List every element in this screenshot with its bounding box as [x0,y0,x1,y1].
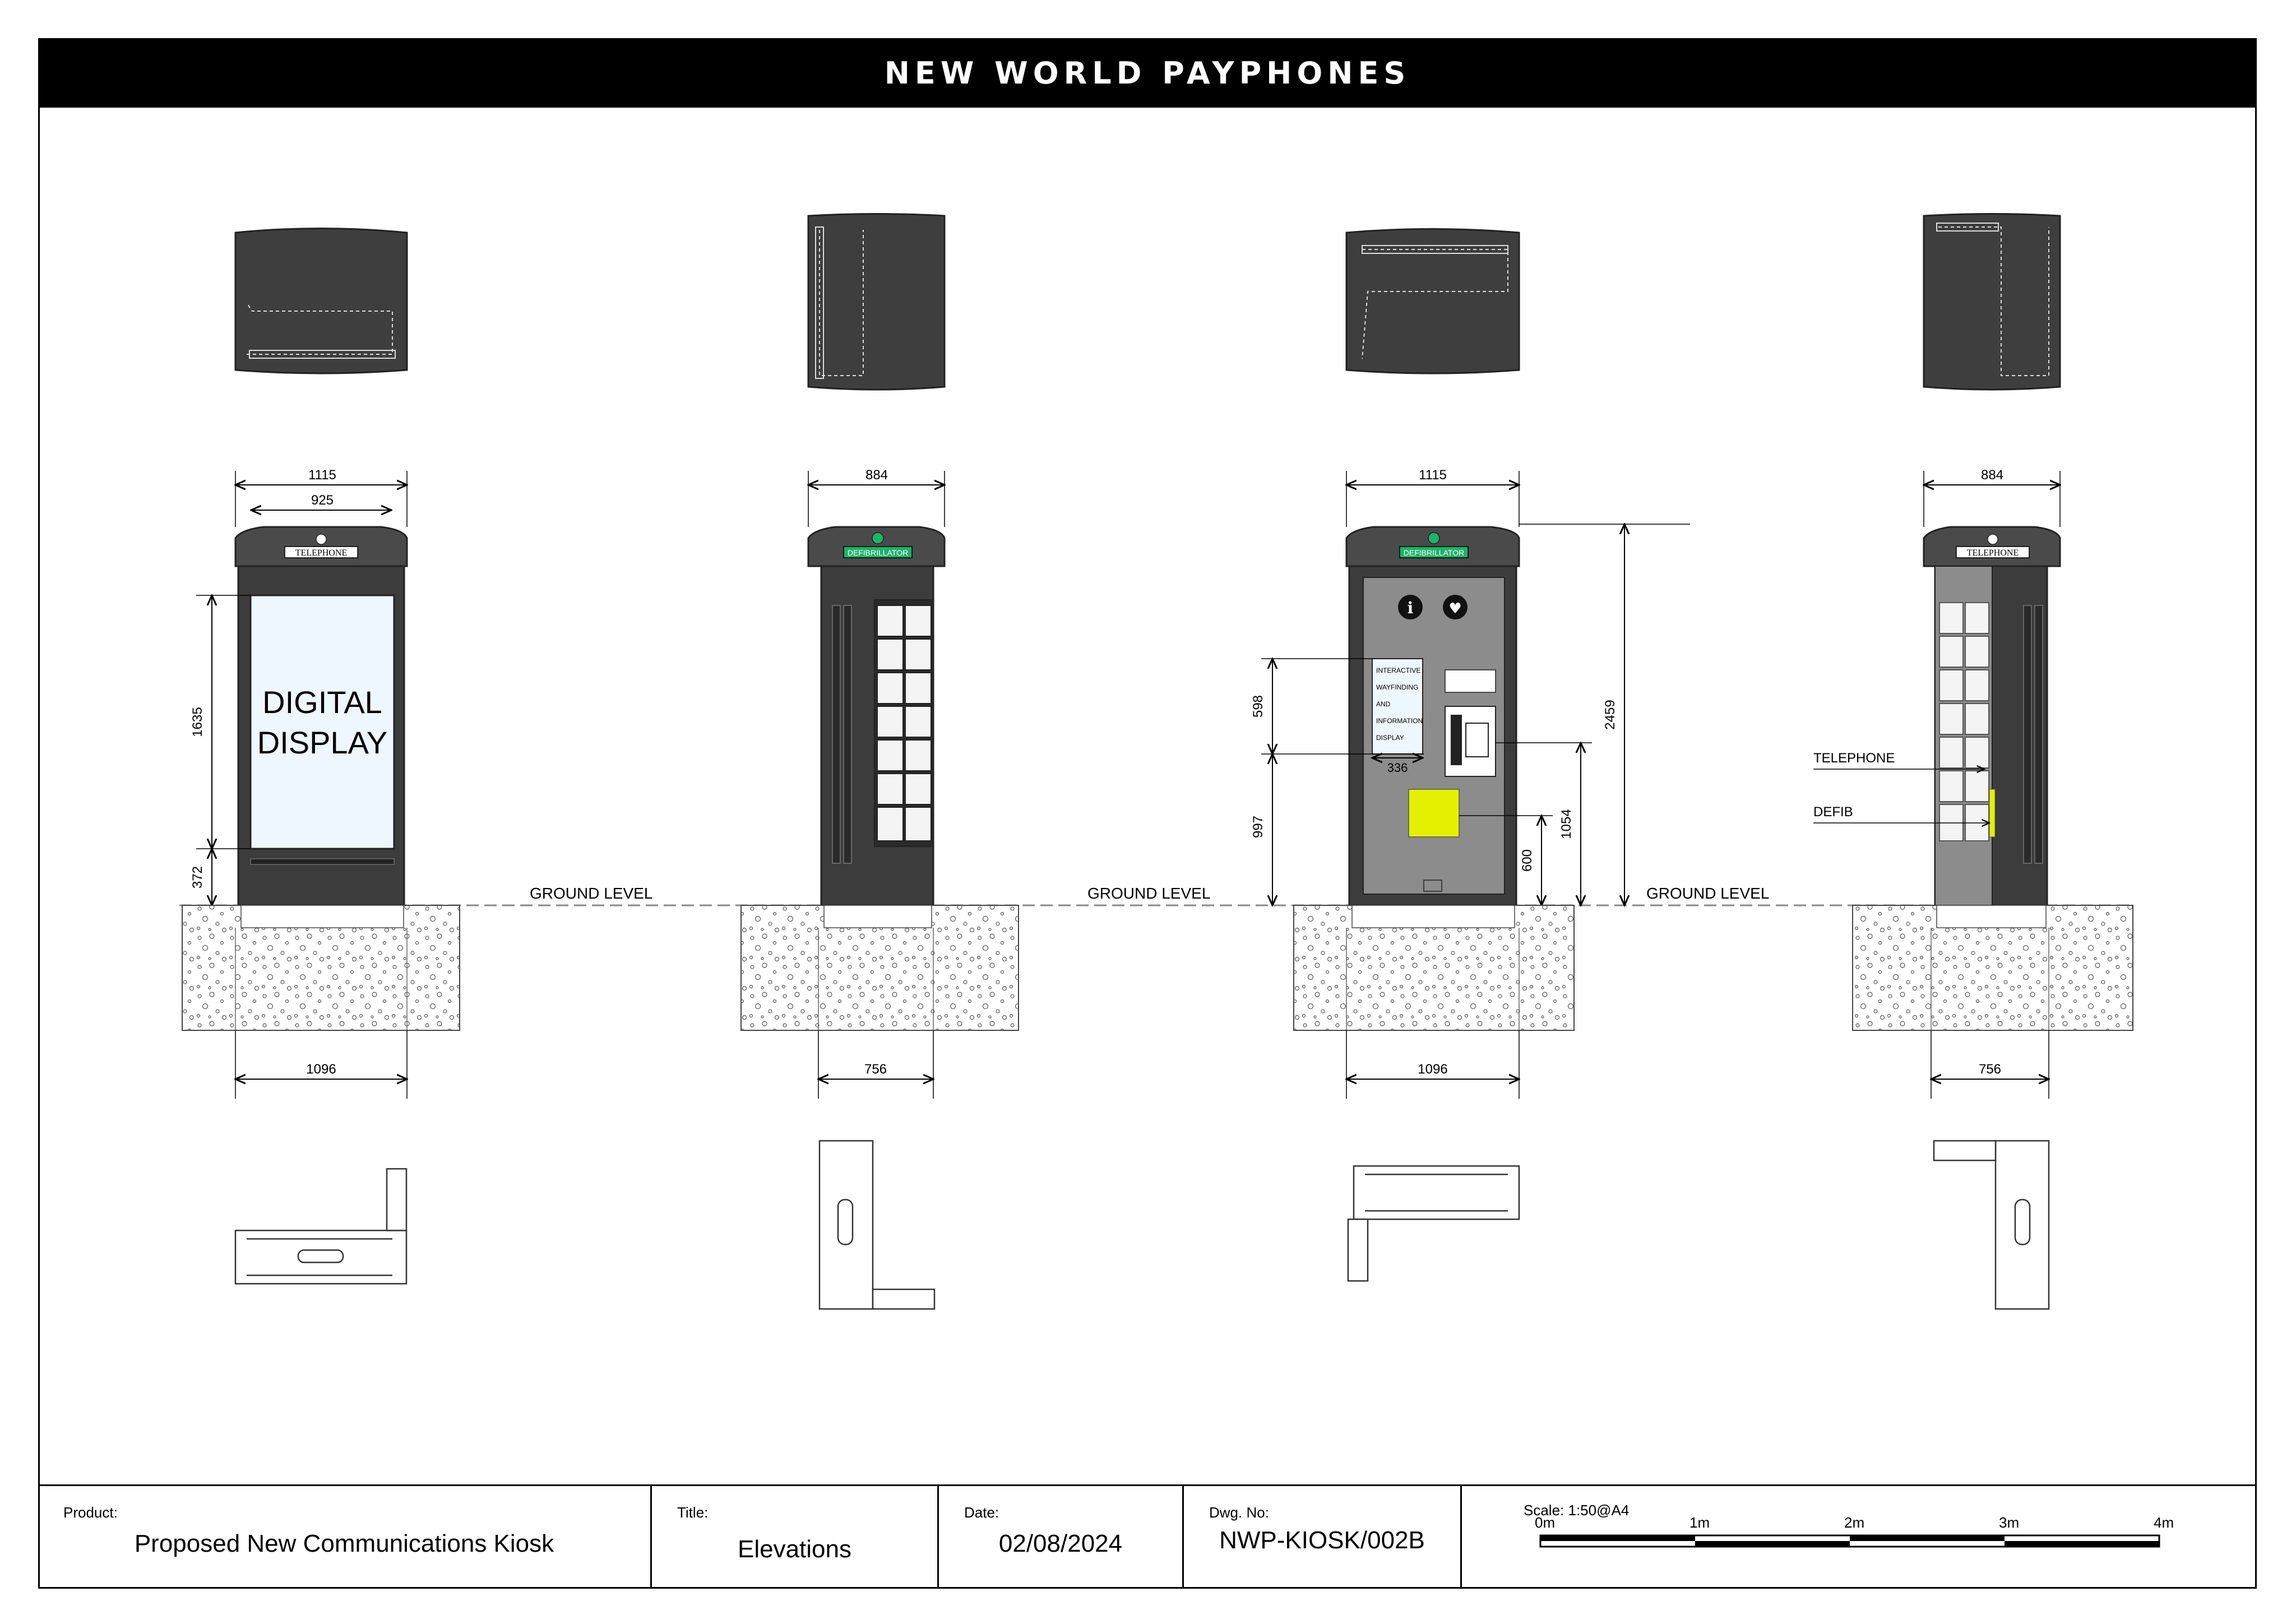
product-label: Product: [63,1504,118,1521]
wayfinding-display [1372,658,1423,755]
defib-heart-icon [1443,595,1468,619]
base-plan-rear [1347,1165,1520,1282]
date-value: 02/08/2024 [998,1530,1123,1557]
dim-front-inner: 925 [311,493,334,508]
sign-side-right: TELEPHONE [1967,548,2019,558]
roof-plan-rear [1345,228,1520,374]
dwg-value: NWP-KIOSK/002B [1219,1526,1425,1554]
dim-rear-2459: 2459 [1603,700,1618,729]
ground-label-2: GROUND LEVEL [1087,885,1210,902]
elevation-side-left: 884 DEFIBRILLATOR 756 [740,213,1019,1310]
callout-telephone: TELEPHONE [1813,751,1895,766]
rear-display-text-1: INTERACTIVE [1376,667,1420,674]
display-text-1: DIGITAL [262,684,382,720]
ground-label-1: GROUND LEVEL [530,885,652,902]
scale-tick-4: 4m [2154,1514,2174,1531]
svg-text:♥: ♥ [1448,600,1461,617]
title-value: Elevations [737,1535,851,1563]
defib-marker [1989,789,1996,838]
elevation-front: 1115 925 TELEPHONE DIGITAL DISPLAY 1635 … [182,228,460,1285]
rear-display-text-5: DISPLAY [1376,734,1404,742]
elevation-rear: 1115 DEFIBRILLATOR i ♥ INTERACTIVE WAYFI… [1251,228,1690,1282]
roof-plan-side-left [807,213,946,391]
side-right-windows [1939,602,1989,841]
sign-front: TELEPHONE [295,548,347,558]
display-text-2: DISPLAY [257,725,387,760]
roof-plan-side-right [1923,213,2061,391]
dim-side-left-base-width: 756 [864,1062,887,1077]
notice-panel [1445,669,1496,693]
base-plan-front [234,1168,408,1285]
dim-rear-base-width: 1096 [1418,1062,1447,1077]
dim-rear-997: 997 [1251,816,1266,838]
rear-display-text-3: AND [1376,700,1391,708]
svg-text:i: i [1408,599,1414,617]
scale-bar: 0m 1m 2m 3m 4m [1535,1514,2174,1548]
rear-display-text-4: INFORMATION [1376,717,1423,725]
header-title: NEW WORLD PAYPHONES [884,55,1411,91]
dim-side-right-base-width: 756 [1979,1062,2001,1077]
base-plan-side-right [1933,1140,2050,1310]
title-label: Title: [677,1504,709,1521]
drawing-sheet [38,38,2257,1589]
scale-tick-1: 1m [1689,1514,1710,1531]
scale-tick-0: 0m [1535,1514,1555,1531]
roof-plan-front [234,228,408,374]
sign-rear: DEFIBRILLATOR [1404,548,1464,557]
scale-cell: Scale: 1:50@A4 0m 1m 2m 3m 4m [1462,1486,2253,1589]
header-banner: NEW WORLD PAYPHONES [38,38,2257,108]
callout-defib: DEFIB [1813,804,1853,820]
title-block: Product: Proposed New Communications Kio… [38,1484,2257,1589]
dwg-cell: Dwg. No: NWP-KIOSK/002B [1184,1486,1462,1589]
dim-front-display-height: 1635 [190,707,205,737]
ground-label-3: GROUND LEVEL [1646,885,1769,902]
dim-side-left-width: 884 [865,468,888,483]
defib-cabinet [1408,789,1460,838]
rear-display-text-2: WAYFINDING [1376,683,1418,691]
digital-display [249,594,395,850]
dim-rear-width: 1115 [1419,468,1447,483]
dim-side-right-width: 884 [1981,468,2003,483]
product-cell: Product: Proposed New Communications Kio… [38,1486,652,1589]
dim-front-base-width: 1096 [306,1062,336,1077]
dim-rear-600: 600 [1520,849,1535,872]
dim-front-width: 1115 [308,468,336,483]
scale-label: Scale: 1:50@A4 [1524,1502,1630,1519]
scale-tick-2: 2m [1844,1514,1864,1531]
date-cell: Date: 02/08/2024 [939,1486,1184,1589]
elevation-side-right: 884 TELEPHONE TELEPHONE DEFIB 756 [1813,213,2133,1310]
product-value: Proposed New Communications Kiosk [134,1530,554,1557]
side-left-windows [877,605,932,841]
scale-tick-3: 3m [1999,1514,2019,1531]
dim-front-base-height: 372 [190,866,205,889]
dim-rear-1054: 1054 [1559,809,1574,839]
dim-rear-336: 336 [1387,761,1408,775]
base-plan-side-left [818,1140,936,1310]
sign-side-left: DEFIBRILLATOR [848,548,908,557]
title-cell: Title: Elevations [652,1486,939,1589]
dim-rear-598: 598 [1251,695,1266,718]
dwg-label: Dwg. No: [1209,1504,1269,1521]
info-icon [1398,595,1423,619]
date-label: Date: [964,1504,999,1521]
